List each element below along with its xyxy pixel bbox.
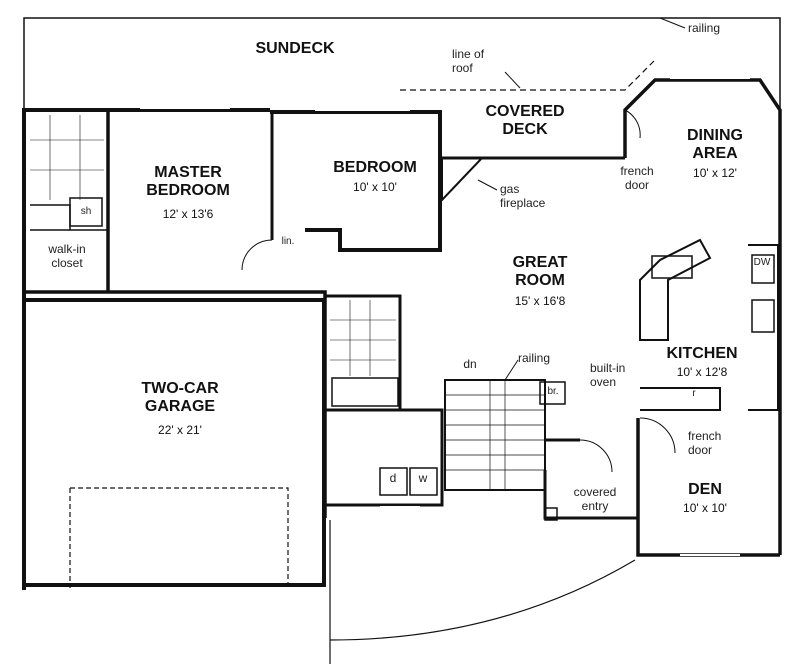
bath-tile [330,300,396,376]
dn-note: dn [463,357,477,371]
wall-dining-bay [623,78,782,240]
wall-top-bedroom [270,110,442,252]
covered-entry-note: covered entry [573,485,617,513]
shower-note: sh [80,206,92,217]
sink [751,299,775,333]
window-marks [140,77,750,556]
master-bedroom-size: 12' x 13'6 [162,207,214,221]
master-bedroom-label: MASTER BEDROOM [146,164,230,200]
gas-fireplace-note: gas fireplace [500,182,546,210]
door-swing-entry [579,439,613,473]
sundeck-outline [23,17,781,118]
door-swing-master [241,239,273,271]
den-label: DEN [688,481,722,498]
dining-area-size: 10' x 12' [693,166,737,180]
great-room-label: GREAT ROOM [512,254,568,290]
broom-closet [539,381,566,405]
leader-roof [504,71,521,89]
dining-area-label: DINING AREA [687,127,743,163]
tub [331,377,399,407]
fridge-note: r [692,388,696,399]
french-door-den-note: french door [688,429,722,457]
kitchen-cabinets [640,244,779,411]
railing-stair-note: railing [518,351,551,365]
shower-box [69,197,103,227]
stairs [444,379,546,491]
entry-post [544,507,558,521]
garage-size: 22' x 21' [158,423,202,437]
wall-garage [22,298,326,587]
master-bath-tile [30,115,104,200]
line-of-roof [400,59,656,91]
stair-treads [445,380,545,490]
bedroom-size: 10' x 10' [353,180,397,194]
dryer-note: d [389,471,397,485]
leader-railing-stair [504,359,519,381]
front-walk [329,520,636,664]
built-in-oven-note: built-in oven [590,361,626,389]
kitchen-counter [639,238,712,341]
kitchen-label: KITCHEN [666,345,738,362]
wall-laundry [325,408,444,507]
leader-railing-top [659,17,686,29]
leader-fireplace [477,179,498,191]
great-room-size: 15' x 16'8 [514,294,566,308]
linen-note: lin. [281,236,295,247]
railing-top-note: railing [688,21,721,35]
french-door-dining-note: french door [620,164,654,192]
line-of-roof-note: line of roof [452,47,485,75]
sundeck-label: SUNDECK [255,40,335,57]
garage-door [69,487,289,588]
wall-bath2 [325,294,402,412]
den-size: 10' x 10' [683,501,727,515]
door-swing-dining [624,109,641,139]
covered-deck-label: COVERED DECK [485,103,565,139]
dryer-box [379,467,408,496]
broom-note: br. [547,386,559,397]
kitchen-size: 10' x 12'8 [676,365,728,379]
washer-box [409,467,438,496]
fireplace [441,157,485,203]
garage-label: TWO-CAR GARAGE [141,380,219,416]
walk-in-closet-note: walk-in closet [48,242,86,270]
dishwasher [751,254,775,284]
washer-note: w [418,471,428,485]
cooktop [651,255,693,279]
dw-note: DW [753,257,771,268]
door-swing-den [639,417,676,454]
bedroom-label: BEDROOM [333,159,417,176]
